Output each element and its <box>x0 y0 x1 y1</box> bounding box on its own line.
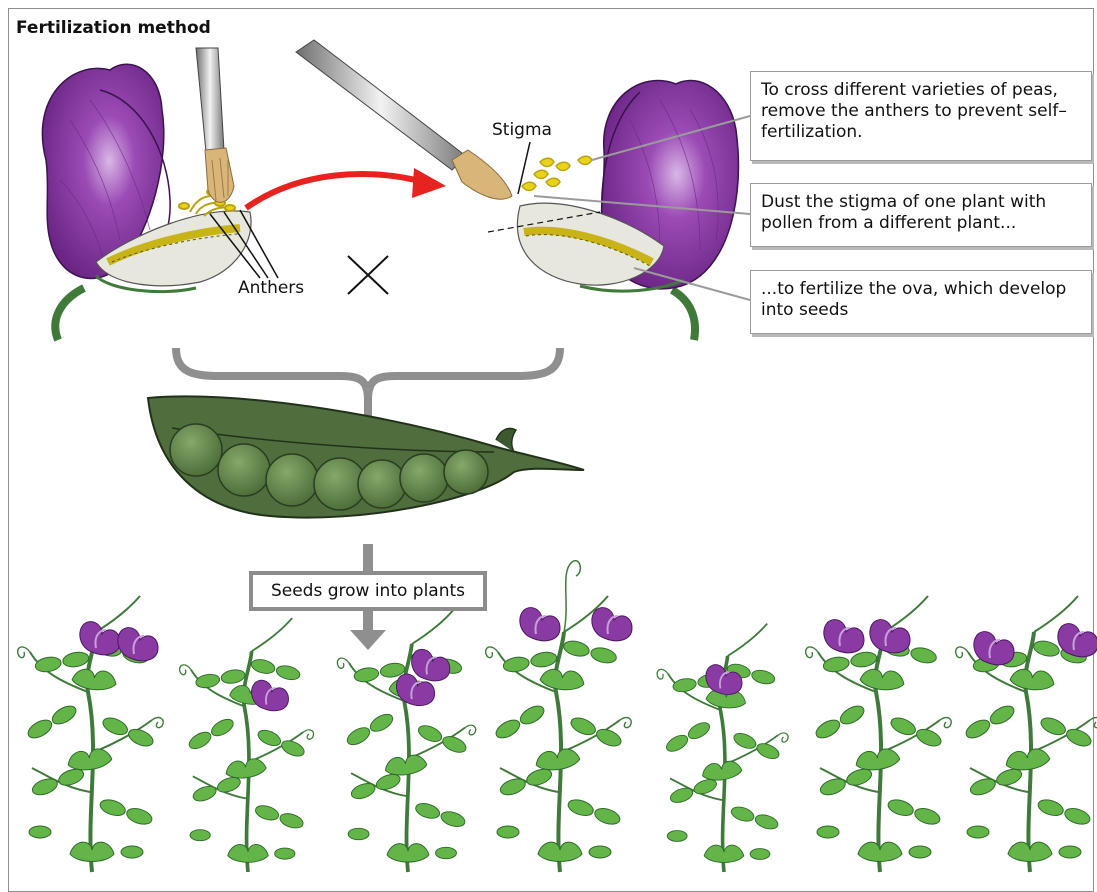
transfer-arrow-icon <box>246 168 446 208</box>
seeds-grow-label: Seeds grow into plants <box>249 571 487 611</box>
pea-plant-icon <box>956 596 1097 872</box>
pea-plant-icon <box>486 561 632 872</box>
pea-plant-icon <box>180 618 314 872</box>
callout-fertilize-ova: ...to fertilize the ova, which develop i… <box>750 270 1092 334</box>
anthers-label: Anthers <box>238 278 304 298</box>
pea-plant-icon <box>18 596 164 872</box>
callout-dust-stigma: Dust the stigma of one plant with pollen… <box>750 183 1092 247</box>
stigma-label: Stigma <box>492 120 552 140</box>
cross-x-icon <box>348 256 388 294</box>
left-paintbrush-icon <box>196 48 234 202</box>
callout-remove-anthers: To cross different varieties of peas, re… <box>750 71 1092 161</box>
pea-plant-icon <box>657 624 788 872</box>
pea-plant-icon <box>806 596 952 872</box>
pea-plant-icon <box>337 610 475 872</box>
figure-title: Fertilization method <box>16 18 211 38</box>
pea-plants-row <box>18 561 1097 872</box>
